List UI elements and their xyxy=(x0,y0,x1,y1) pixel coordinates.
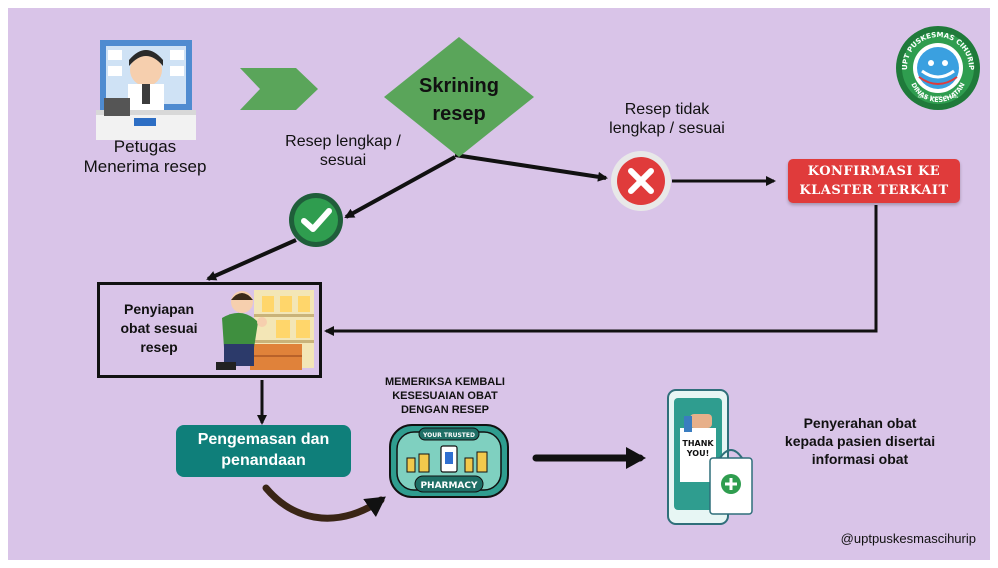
recheck-label-line3: DENGAN RESEP xyxy=(400,404,490,416)
complete-label-line2: sesuai xyxy=(319,152,367,169)
screening-diamond xyxy=(384,37,534,157)
handover-label-line2: kepada pasien disertai xyxy=(784,433,936,449)
incomplete-label-line2: lengkap / sesuai xyxy=(609,120,725,137)
prepare-label-line3: resep xyxy=(140,339,178,355)
screening-label-line2: resep xyxy=(432,103,486,125)
check-circle-icon xyxy=(289,193,343,247)
recheck-label-line2: KESESUAIAN OBAT xyxy=(392,390,498,402)
receive-label: Petugas Menerima resep xyxy=(70,137,220,177)
prepare-label-line2: obat sesuai xyxy=(120,320,198,336)
prepare-box xyxy=(97,282,322,378)
confirm-label-line2: KLASTER TERKAIT xyxy=(799,183,949,198)
handover-label-line3: informasi obat xyxy=(811,451,909,467)
footer-handle: @uptpuskesmascihurip xyxy=(840,531,976,546)
chevron-right-icon xyxy=(240,68,318,110)
confirm-badge xyxy=(788,159,960,203)
arrow-complete-to-prepare xyxy=(206,238,297,281)
package-label: Pengemasan dan penandaan xyxy=(176,429,351,471)
pharmacist-icon xyxy=(96,40,196,140)
logo-tagline: Sehat, Ramah, Terpadu xyxy=(918,95,959,99)
handover-label-line1: Penyerahan obat xyxy=(803,415,917,431)
x-circle-icon xyxy=(611,151,671,211)
arrow-screening-to-incomplete xyxy=(454,153,608,182)
phone-you: YOU! xyxy=(686,449,709,458)
worker-shelf-icon xyxy=(216,290,314,370)
phone-thank: THANK xyxy=(682,439,714,448)
arrow-package-to-recheck xyxy=(262,484,386,522)
prepare-label-line1: Penyiapan xyxy=(123,301,195,317)
package-badge xyxy=(176,425,351,477)
complete-label: Resep lengkap / sesuai xyxy=(268,132,418,170)
receive-label-line2: Menerima resep xyxy=(83,157,207,176)
package-label-line1: Pengemasan dan xyxy=(197,431,330,448)
recheck-label: MEMERIKSA KEMBALI KESESUAIAN OBAT DENGAN… xyxy=(360,375,530,417)
arrow-confirm-to-prepare xyxy=(324,205,878,336)
phone-handover-icon: THANK YOU! xyxy=(667,389,753,525)
receive-label-line1: Petugas xyxy=(113,137,177,156)
recheck-label-line1: MEMERIKSA KEMBALI xyxy=(385,376,505,388)
handover-label: Penyerahan obat kepada pasien disertai i… xyxy=(760,414,960,468)
pharmacy-badge-bottom: PHARMACY xyxy=(420,481,478,491)
confirm-label: KONFIRMASI KE KLASTER TERKAIT xyxy=(788,162,960,200)
puskesmas-logo: UPT PUSKESMAS CIHURIP DINAS KESEHATAN Se… xyxy=(896,26,980,110)
incomplete-label-line1: Resep tidak xyxy=(624,101,710,118)
prepare-label: Penyiapan obat sesuai resep xyxy=(104,300,214,357)
pharmacy-badge-top: YOUR TRUSTED xyxy=(422,432,475,439)
package-label-line2: penandaan xyxy=(221,452,306,469)
incomplete-label: Resep tidak lengkap / sesuai xyxy=(592,100,742,138)
screening-label-line1: Skrining xyxy=(418,75,499,97)
confirm-label-line1: KONFIRMASI KE xyxy=(807,164,941,179)
screening-label: Skrining resep xyxy=(384,72,534,128)
pharmacy-badge-icon: YOUR TRUSTED PHARMACY xyxy=(389,424,509,498)
arrow-screening-to-complete xyxy=(344,155,456,219)
complete-label-line1: Resep lengkap / xyxy=(285,133,401,150)
